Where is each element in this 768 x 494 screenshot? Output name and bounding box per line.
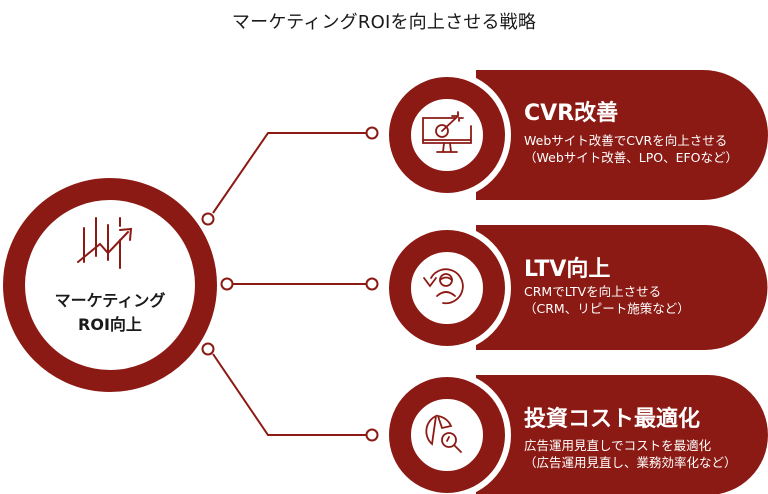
connector-dot — [365, 277, 379, 291]
item-pill — [476, 225, 768, 350]
pie-magnifier-icon — [425, 414, 462, 453]
monitor-target-icon — [422, 111, 472, 153]
item-title: 投資コスト最適化 — [524, 407, 701, 432]
item-desc-line1: 広告運用見直しでコストを最適化 — [524, 438, 712, 453]
connector-dot — [201, 342, 215, 356]
item-desc-line1: CRMでLTVを向上させる — [524, 284, 662, 299]
connector-1 — [212, 132, 366, 214]
item-pill — [476, 70, 768, 200]
connectors — [212, 132, 366, 436]
item-pill — [476, 375, 768, 494]
connector-dots — [201, 126, 379, 442]
item-desc-line2: （Webサイト改善、LPO、EFOなど） — [524, 150, 739, 165]
item-2 — [383, 224, 768, 352]
growth-chart-icon — [77, 217, 133, 269]
customer-cycle-icon — [423, 268, 464, 305]
center-label-line2: ROI向上 — [78, 315, 142, 334]
center-label-line1: マーケティング — [54, 291, 166, 310]
item-title: LTV向上 — [524, 257, 611, 282]
item-title: CVR改善 — [524, 101, 619, 126]
page-title: マーケティングROIを向上させる戦略 — [231, 12, 537, 33]
connector-dot — [220, 277, 234, 291]
item-ring — [389, 230, 505, 346]
item-desc-line1: Webサイト改善でCVRを向上させる — [524, 133, 728, 148]
connector-dot — [201, 212, 215, 226]
center-ring — [3, 178, 217, 392]
item-3 — [383, 371, 768, 494]
item-desc-line2: （CRM、リピート施策など） — [524, 301, 690, 316]
item-desc-line2: （広告運用見直し、業務効率化など） — [524, 455, 737, 470]
item-1 — [383, 70, 768, 200]
item-ring — [389, 377, 505, 493]
connector-dot — [365, 126, 379, 140]
connector-dot — [365, 428, 379, 442]
center-node — [3, 178, 217, 392]
connector-3 — [212, 353, 366, 436]
